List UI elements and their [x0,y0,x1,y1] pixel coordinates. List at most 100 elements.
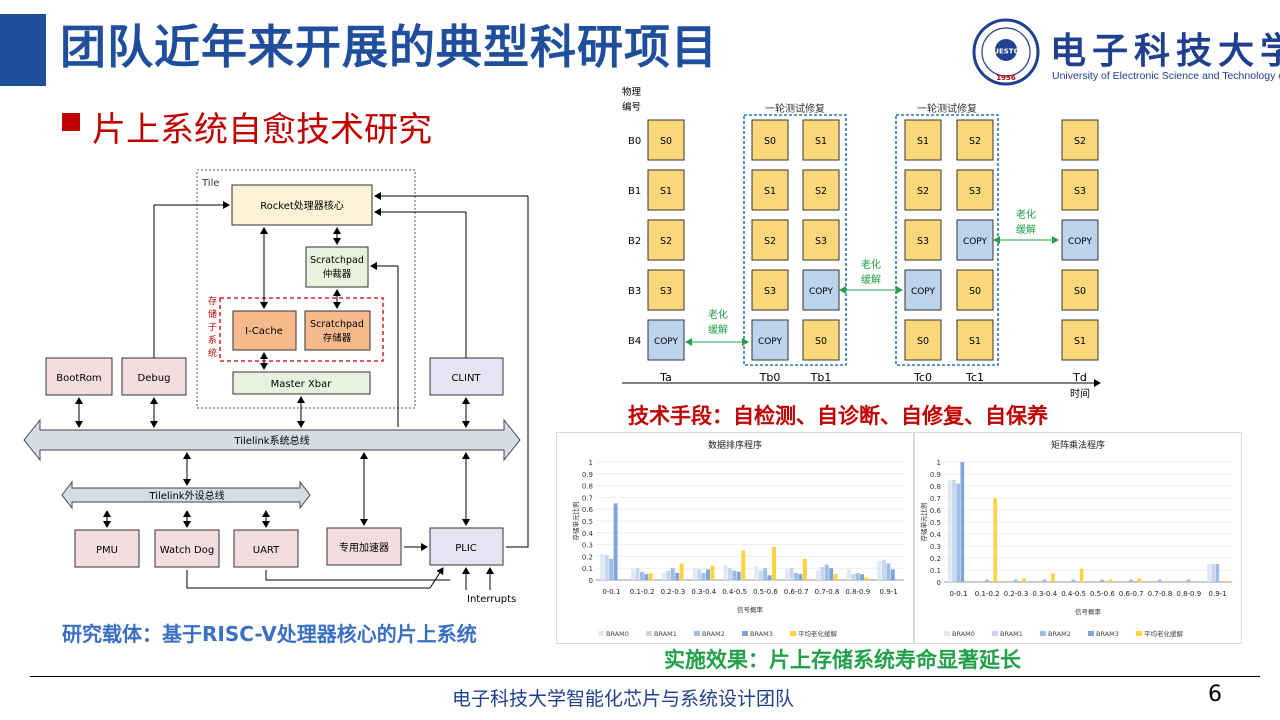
legend-label: 平均老化缓解 [1144,629,1184,638]
chart-frame [556,432,914,644]
x-tick-label: 0.7-0.8 [815,588,840,596]
block-cell [1061,169,1099,211]
y-tick-label: 0.9 [582,471,593,479]
clint-label: CLINT [451,373,481,384]
block-cell-label: S1 [969,336,981,347]
seal-year: 1956 [996,74,1016,82]
bar-平均老化缓解-0.3-0.4 [1051,573,1055,582]
bar-平均老化缓解-0.2-0.3 [1022,578,1026,582]
storage-label-4: 系 [208,335,217,346]
x-axis-label: 信号概率 [1075,607,1102,616]
bar-BRAM2-0.4-0.5 [1071,579,1076,582]
y-tick-label: 0.7 [930,495,941,503]
block-cell [956,119,994,161]
legend-swatch [1088,631,1094,636]
system-bus [23,418,521,462]
legend-label: BRAM2 [702,630,725,638]
university-en-name: University of Electronic Science and Tec… [1052,70,1280,82]
bar-BRAM3-0.9-1 [890,569,895,580]
bullet-square-icon [62,113,80,131]
block-cell-label: S0 [917,336,929,347]
storage-label-5: 统 [208,347,217,359]
storage-label-3: 子 [208,322,217,333]
bar-BRAM2-0.2-0.3 [670,568,675,580]
bar-BRAM0-0.3-0.4 [692,568,697,580]
block-cell-label: COPY [758,337,783,347]
block-cell-label: S3 [660,286,672,297]
y-tick-label: 0.8 [582,483,593,491]
block-cell-label: S1 [917,136,929,147]
bar-平均老化缓解-0.7-0.8 [1166,580,1170,582]
bar-平均老化缓解-0.7-0.8 [833,574,838,580]
chart-frame [914,432,1242,644]
block-cell-label: S1 [815,136,827,147]
bar-BRAM2-0.8-0.9 [1186,579,1191,582]
tile-label: Tile [201,178,220,189]
bar-BRAM2-0.3-0.4 [701,572,706,580]
legend-label: BRAM3 [1096,630,1119,638]
bar-BRAM1-0-0.1 [604,555,609,580]
uart-box [233,529,299,568]
bar-BRAM0-0.9-1 [877,561,882,580]
x-tick-label: 0.6-0.7 [1119,590,1144,598]
bar-BRAM2-0.9-1 [886,563,891,580]
page-title: 团队近年来开展的典型科研项目 [60,20,718,74]
plic-core-line [506,196,529,548]
peripheral-bus-label: Tilelink外设总线 [148,489,224,502]
watchdog-plic-line [186,570,430,589]
block-cell-label: S0 [764,136,776,147]
legend-swatch [694,631,700,636]
y-tick-label: 0 [937,579,941,587]
soc-architecture-diagram: Tile Rocket处理器核心 Scratchpad 仲裁器 存 储 子 系 … [23,169,529,605]
block-cell [802,169,840,211]
y-tick-label: 0.5 [582,518,593,526]
bar-平均老化缓解-0.6-0.7 [1137,578,1142,582]
bar-BRAM1-0.8-0.9 [851,574,856,580]
legend-swatch [790,631,796,636]
bar-BRAM2-0.7-0.8 [1157,579,1162,582]
bar-平均老化缓解-0.1-0.2 [648,572,653,580]
bar-BRAM2-0.2-0.3 [1013,579,1018,582]
debug-box [121,357,187,396]
x-tick-label: 0-0.1 [949,590,967,598]
y-tick-label: 0.1 [582,565,593,573]
block-cell [956,169,994,211]
y-tick-label: 1 [589,459,593,467]
rocket-core-label: Rocket处理器核心 [260,199,344,212]
bar-BRAM1-0.4-0.5 [727,568,732,580]
interrupts-label: Interrupts [467,594,516,605]
chart-matrix-program: 矩阵乘法程序00.10.20.30.40.50.60.70.80.91存储单元比… [914,432,1242,644]
bar-BRAM0-0-0.1 [948,480,952,582]
block-cell [751,119,789,161]
page-number: 6 [1208,682,1222,707]
y-header-line2: 编号 [622,101,641,113]
block-cell [647,119,685,161]
section-heading: 片上系统自愈技术研究 [92,110,432,150]
block-cell-label: S3 [764,286,776,297]
bar-BRAM2-0.9-1 [1215,564,1220,582]
bar-BRAM3-0-0.1 [960,462,965,582]
legend-swatch [944,631,950,636]
block-cell-label: COPY [809,287,834,297]
block-cell-label: S3 [1074,186,1086,197]
legend-label: BRAM2 [1048,630,1071,638]
row-label-1: B1 [628,186,641,197]
bar-平均老化缓解-0.2-0.3 [679,563,684,580]
time-point-label: Td [1072,371,1087,384]
block-cell [647,269,685,311]
university-logo: UESTC 1956 电子科技大学 University of Electron… [972,18,1280,88]
y-tick-label: 0.7 [582,494,593,502]
bar-平均老化缓解-0.1-0.2 [993,498,998,582]
x-tick-label: 0.8-0.9 [845,588,870,596]
block-cell [751,169,789,211]
chart-title: 数据排序程序 [708,439,762,451]
bar-BRAM2-0.3-0.4 [1042,579,1047,582]
rocket-core-box [231,184,373,226]
block-cell [751,269,789,311]
bar-BRAM1-0.1-0.2 [635,568,640,580]
block-cell [1061,269,1099,311]
effect-text: 实施效果：片上存储系统寿命显著延长 [664,648,1021,672]
block-cell-label: COPY [654,337,679,347]
bar-BRAM1-0-0.1 [952,480,956,582]
tile-boundary [196,169,416,409]
